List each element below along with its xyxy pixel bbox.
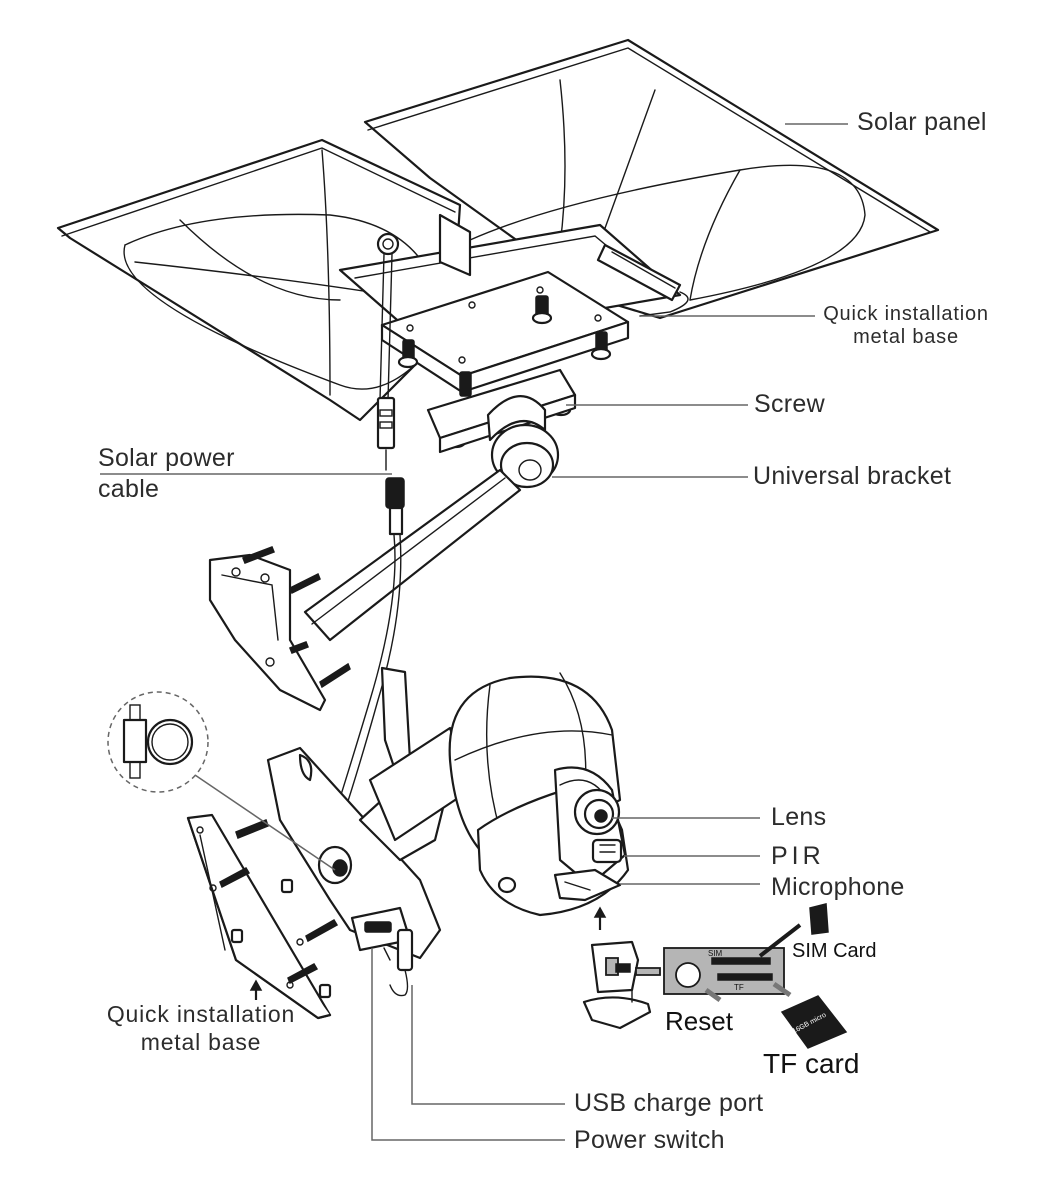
quick-installation-base-bottom	[186, 813, 339, 1020]
power-switch-label: Power switch	[574, 1126, 725, 1154]
wall-mount-bracket	[208, 546, 351, 712]
solar-power-cable-label-line2: cable	[98, 475, 160, 503]
leader-lines	[100, 123, 848, 1141]
microphone-label: Microphone	[771, 873, 905, 901]
solar-panel-label: Solar panel	[857, 108, 987, 136]
usb-charge-port-label: USB charge port	[574, 1089, 764, 1117]
tf-card-label: TF card	[763, 1048, 860, 1079]
quick-install-base-bottom-label-line2: metal base	[140, 1029, 262, 1055]
sim-card-icon	[809, 903, 829, 935]
card-slot-panel: SIM TF	[582, 923, 802, 1030]
reset-label: Reset	[665, 1006, 733, 1036]
sd-card-icon: 16GB micro	[780, 995, 848, 1049]
quick-install-base-top-label-line1: Quick installation	[823, 303, 989, 325]
quick-install-base-bottom-label-line1: Quick installation	[106, 1001, 296, 1027]
lens-label: Lens	[771, 803, 827, 831]
sim-card-label: SIM Card	[792, 940, 877, 962]
universal-bracket-label: Universal bracket	[753, 462, 952, 490]
detail-callout-circle	[107, 691, 336, 871]
solar-power-cable-label-line1: Solar power	[98, 444, 235, 472]
pir-label: PIR	[771, 842, 825, 870]
sim-slot-label: SIM	[708, 949, 723, 958]
universal-bracket	[303, 368, 577, 642]
usb-power-switch-area	[350, 906, 414, 997]
screw-label: Screw	[754, 390, 825, 418]
quick-install-base-top-label-line2: metal base	[853, 326, 959, 348]
tf-slot-label: TF	[734, 983, 744, 992]
camera-icon	[448, 672, 630, 930]
